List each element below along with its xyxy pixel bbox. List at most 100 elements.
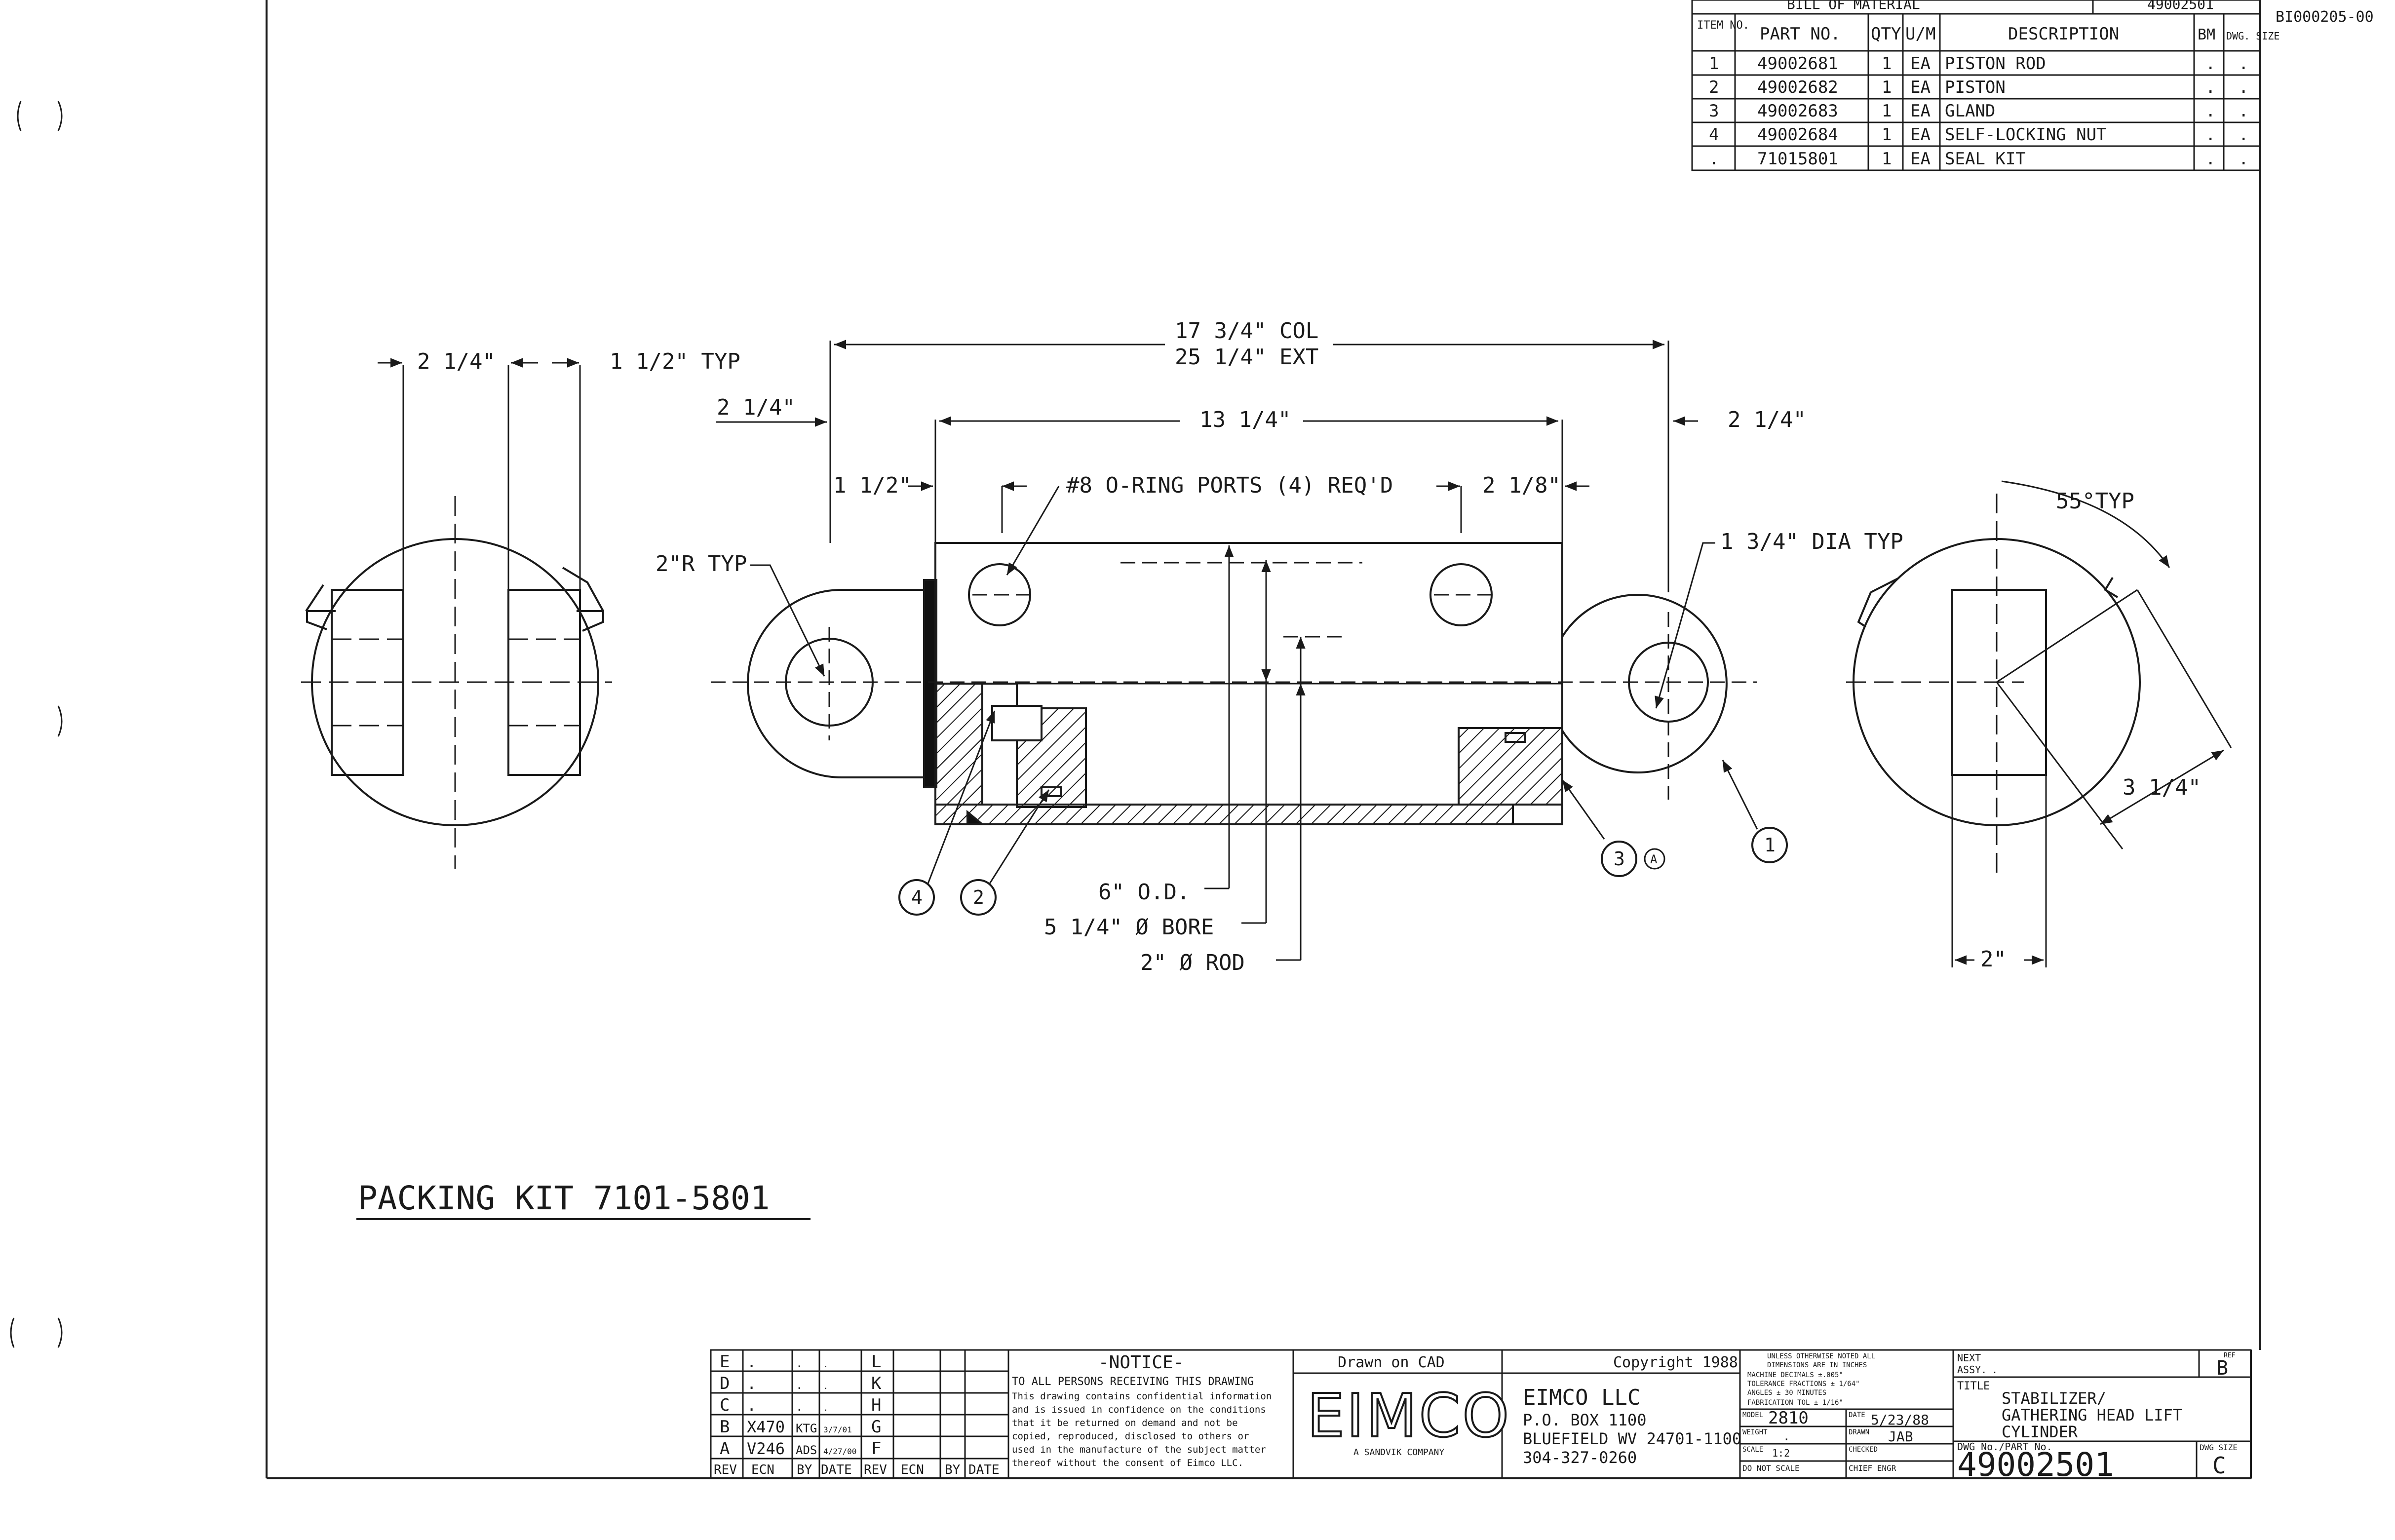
bom-row-um: EA: [1910, 149, 1931, 169]
weight-value: .: [1783, 1429, 1790, 1443]
bom-row-qty: 1: [1882, 101, 1892, 121]
dim-col: 17 3/4" COL: [1175, 318, 1318, 344]
rev-footer: BY: [797, 1463, 812, 1477]
notice-title: -NOTICE-: [1098, 1352, 1184, 1373]
assy-value: .: [1992, 1364, 1998, 1376]
rev-footer: REV: [714, 1463, 737, 1477]
notice-line: TO ALL PERSONS RECEIVING THIS DRAWING: [1012, 1376, 1254, 1388]
bom-col-item: ITEM NO.: [1697, 19, 1749, 32]
bom-row-desc: GLAND: [1945, 101, 1995, 121]
dim-body-13-1-4: 13 1/4": [1199, 407, 1291, 432]
rev-letter-left: B: [720, 1417, 730, 1437]
left-end-view: [301, 358, 612, 869]
dim-ext: 25 1/4" EXT: [1175, 345, 1318, 370]
eimco-logo: EIMCO: [1307, 1382, 1511, 1451]
bom-row-qty: 1: [1882, 149, 1892, 169]
company-city: BLUEFIELD WV 24701-1100: [1523, 1429, 1741, 1448]
notice-line: thereof without the consent of Eimco LLC…: [1012, 1458, 1243, 1468]
bom-row-size: .: [2239, 54, 2248, 74]
bom-row-qty: 1: [1882, 54, 1892, 74]
rev-by: .: [796, 1378, 803, 1392]
rev-letter-left: E: [720, 1352, 730, 1372]
bom-col-desc: DESCRIPTION: [2008, 24, 2119, 44]
title-line-1: STABILIZER/: [2002, 1389, 2106, 1408]
rev-ecn: V246: [747, 1439, 785, 1458]
bom-row-item: 1: [1709, 54, 1719, 74]
dim-bottom-2: 2": [1980, 947, 2007, 972]
bom-row-um: EA: [1910, 54, 1931, 74]
bom-row-qty: 1: [1882, 125, 1892, 145]
drawn-label: DRAWN: [1849, 1428, 1869, 1436]
bom-row: . 71015801 1 EA SEAL KIT . .: [1709, 149, 2248, 169]
rev-ecn: X470: [747, 1418, 785, 1436]
notice-block: -NOTICE- TO ALL PERSONS RECEIVING THIS D…: [1012, 1352, 1272, 1468]
company-phone: 304-327-0260: [1523, 1448, 1637, 1467]
packing-kit-label: PACKING KIT 7101-5801: [358, 1179, 770, 1217]
rev-footer: DATE: [821, 1463, 852, 1477]
rev-footer: ECN: [901, 1463, 924, 1477]
rev-letter-left: A: [720, 1439, 730, 1459]
bom-row-item: 3: [1709, 101, 1719, 121]
rev-footer: DATE: [968, 1463, 1000, 1477]
rev-date: 4/27/00: [823, 1447, 856, 1456]
notice-line: This drawing contains confidential infor…: [1012, 1391, 1272, 1402]
rev-ecn: .: [747, 1396, 756, 1415]
bom-row-desc: SELF-LOCKING NUT: [1945, 125, 2107, 145]
bom-header-number: 49002501: [2147, 0, 2214, 12]
dim-dia-typ: 1 3/4" DIA TYP: [1720, 529, 1903, 554]
model-value: 2810: [1768, 1408, 1809, 1428]
company-tagline: A SANDVIK COMPANY: [1353, 1447, 1444, 1458]
date-value: 5/23/88: [1871, 1412, 1929, 1428]
bom-row-part: 49002684: [1757, 125, 1838, 145]
do-not-scale: DO NOT SCALE: [1742, 1463, 1800, 1473]
notice-line: and is issued in confidence on the condi…: [1012, 1404, 1266, 1415]
notice-line: that it be returned on demand and not be: [1012, 1418, 1238, 1428]
rev-by: .: [796, 1400, 803, 1414]
bom-col-part: PART NO.: [1760, 24, 1841, 44]
weight-label: WEIGHT: [1742, 1428, 1768, 1436]
bom-row-um: EA: [1910, 125, 1931, 145]
balloon-2: 2: [973, 886, 984, 908]
rev-letter-left: D: [720, 1374, 730, 1393]
dim-od: 6" O.D.: [1098, 880, 1190, 905]
rev-ecn: .: [747, 1352, 756, 1371]
bom-row-size: .: [2239, 101, 2248, 121]
bom-row-bm: .: [2205, 101, 2215, 121]
notice-line: used in the manufacture of the subject m…: [1012, 1444, 1266, 1455]
rev-by: .: [796, 1356, 803, 1370]
bom-row-bm: .: [2205, 125, 2215, 145]
title-line-3: CYLINDER: [2002, 1423, 2078, 1441]
rev-footer: BY: [945, 1463, 961, 1477]
tolerance-line: ANGLES ± 30 MINUTES: [1747, 1389, 1826, 1397]
dim-o-ring-ports: #8 O-RING PORTS (4) REQ'D: [1066, 473, 1393, 498]
rev-letter-right: H: [871, 1395, 881, 1415]
dim-r-typ: 2"R TYP: [656, 551, 747, 577]
bom-row-um: EA: [1910, 101, 1931, 121]
tolerance-line: MACHINE DECIMALS ±.005": [1747, 1371, 1843, 1379]
rev-date: .: [823, 1403, 828, 1413]
tolerance-line: FABRICATION TOL ± 1/16": [1747, 1399, 1843, 1407]
rev-letter-right: G: [871, 1417, 881, 1437]
model-label: MODEL: [1742, 1411, 1763, 1419]
tolerance-line: TOLERANCE FRACTIONS ± 1/64": [1747, 1380, 1860, 1388]
balloon-1: 1: [1764, 834, 1776, 856]
assy-label: ASSY.: [1957, 1364, 1987, 1376]
dim-rod: 2" Ø ROD: [1140, 950, 1245, 975]
scale-label: SCALE: [1742, 1446, 1763, 1454]
rev-by: KTG: [796, 1422, 817, 1435]
revision-block: E D C B A . . . X470 V246 . . . KTG ADS …: [710, 1349, 1503, 1479]
bom-col-size: DWG. SIZE: [2226, 30, 2279, 42]
bom-row-um: EA: [1910, 77, 1931, 97]
bom-col-qty: QTY: [1871, 24, 1901, 44]
rev-date: 3/7/01: [823, 1425, 852, 1434]
binder-marks: [10, 101, 63, 1348]
bom-row-qty: 1: [1882, 77, 1892, 97]
cylinder-side-view: [711, 340, 1788, 961]
balloon-4: 4: [911, 886, 923, 908]
rev-letter-right: F: [871, 1439, 881, 1459]
bom-header: BILL OF MATERIAL: [1787, 0, 1920, 12]
company-name: EIMCO LLC: [1523, 1385, 1640, 1410]
company-block: Drawn on CAD Copyright 1988 EIMCO A SAND…: [1292, 1349, 1741, 1479]
bom-row-size: .: [2239, 125, 2248, 145]
bom-row: 3 49002683 1 EA GLAND . .: [1709, 101, 2248, 121]
